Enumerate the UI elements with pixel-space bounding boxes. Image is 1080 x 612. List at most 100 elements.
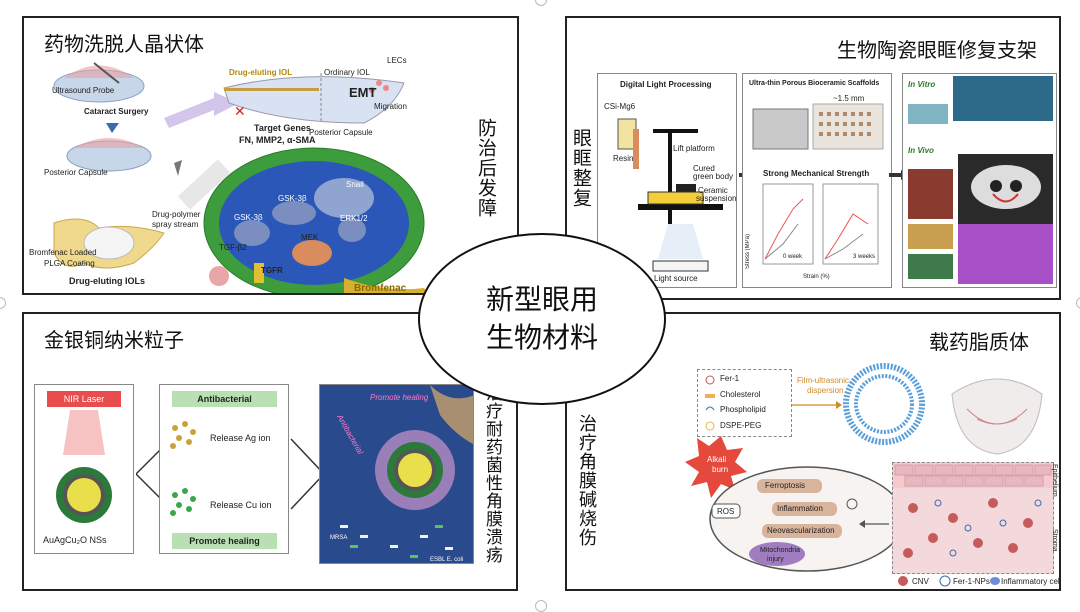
tissue-illustration	[893, 463, 1053, 558]
tissue-panel	[892, 462, 1054, 574]
legend-cnv-icon	[898, 576, 908, 586]
label-emt: EMT	[349, 85, 377, 100]
label-antibacterial: Antibacterial	[172, 391, 277, 407]
pathway-polygon	[685, 436, 747, 498]
label-week0: 0 week	[783, 254, 803, 260]
scaffold-illustration	[752, 103, 884, 265]
panel-release-ions: Antibacterial Release Ag ion Release Cu …	[159, 384, 289, 554]
label-ordinary-iol: Ordinary IOL	[324, 68, 370, 77]
label-promote-healing: Promote healing	[172, 533, 277, 549]
label-nanoshell: AuAgCu₂O NSs	[43, 535, 107, 545]
panel-in-vitro-vivo: In Vitro In Vivo	[902, 73, 1057, 288]
label-release-ag: Release Ag ion	[210, 433, 271, 443]
ion-dots	[170, 421, 196, 516]
pathway-ellipse	[709, 466, 905, 572]
label-drug-eluting-iol: Drug-eluting IOL	[229, 68, 293, 77]
label-target-genes: Target Genes	[254, 123, 311, 133]
center-title-oval: 新型眼用 生物材料	[418, 233, 666, 405]
label-epithelium: Epithelium	[1051, 464, 1058, 497]
panel-scaffolds: Ultra-thin Porous Bioceramic Scaffolds ~…	[742, 73, 892, 288]
label-neovascularization: Neovascularization	[767, 526, 835, 535]
label-stress: Stress (MPa)	[745, 234, 751, 270]
label-light-source: Light source	[654, 274, 698, 283]
dlp-printer-illustration	[617, 118, 723, 272]
label-tgf: TGF-β2	[219, 243, 247, 252]
label-in-vivo: In Vivo	[908, 146, 934, 155]
label-snail: Snail	[346, 180, 364, 189]
quadrant-side-label: 眼眶整复	[570, 128, 592, 208]
label-esbl: ESBL E. coli	[430, 557, 464, 563]
quadrant-title: 生物陶瓷眼眶修复支架	[837, 38, 1037, 62]
quadrant-side-label: 治疗角膜碱烧伤	[576, 414, 597, 547]
label-ultrasound-probe: Ultrasound Probe	[52, 86, 115, 95]
label-erk: ERK1/2	[340, 214, 368, 223]
label-csi: CSi-Mg6	[604, 102, 636, 111]
label-dlp: Digital Light Processing	[620, 80, 712, 89]
label-suspension: suspension	[696, 194, 737, 203]
svg-text:✕: ✕	[234, 103, 246, 119]
edge-handle-left	[0, 297, 6, 309]
label-ros: ROS	[717, 507, 735, 516]
liposome-illustration	[843, 363, 925, 445]
label-scaffolds: Ultra-thin Porous Bioceramic Scaffolds	[749, 80, 880, 87]
label-bromfenac-loaded: Bromfenac Loaded	[29, 248, 97, 257]
label-gsk-2: GSK-3β	[234, 213, 263, 222]
quadrant-title: 金银铜纳米粒子	[44, 328, 184, 352]
label-inflammation: Inflammation	[777, 504, 823, 513]
label-drug-eluting-iols: Drug-eluting IOLs	[69, 276, 145, 286]
label-in-vitro: In Vitro	[908, 80, 936, 89]
panel-liposome-legend: Fer-1 Cholesterol Phospholipid DSPE-PEG	[697, 369, 792, 437]
label-tgfr: TGFR	[261, 266, 283, 275]
quadrant-bioceramic-scaffold: 生物陶瓷眼眶修复支架 眼眶整复 Digital Light Processing…	[565, 16, 1061, 300]
center-title-line-1: 新型眼用	[485, 283, 598, 316]
label-spray-stream: spray stream	[152, 220, 199, 229]
label-dispersion: dispersion	[807, 386, 844, 395]
label-ferroptosis: Ferroptosis	[765, 481, 806, 490]
quadrant-title: 载药脂质体	[929, 330, 1029, 354]
iol-illustration: ✕	[53, 62, 429, 293]
label-migration: Migration	[374, 102, 407, 111]
panel-nir-laser: NIR Laser AuAgCu₂O NSs	[34, 384, 134, 554]
quadrant-liposome: 载药脂质体 治疗角膜碱烧伤 Fer-1 Cholesterol Phosphol…	[565, 312, 1061, 591]
quadrant-nanoparticles: 金银铜纳米粒子 治疗耐药菌性角膜溃疡 NIR Laser AuAgCu₂O NS…	[22, 312, 518, 591]
label-cnv: CNV	[912, 577, 929, 586]
label-mek: MEK	[301, 233, 319, 242]
label-cured: Cured	[693, 164, 715, 173]
label-fer1-nps: Fer-1-NPs	[953, 577, 990, 586]
quadrant-title: 药物洗脱人晶状体	[44, 32, 204, 56]
label-fer1: Fer-1	[720, 374, 740, 383]
cornea-scene-illustration	[320, 385, 473, 563]
label-posterior-capsule-2: Posterior Capsule	[309, 128, 373, 137]
label-stroma: Stroma	[1051, 529, 1058, 552]
skull-illustration	[971, 165, 1041, 209]
label-ceramic: Ceramic	[698, 186, 728, 195]
label-alkali: Alkali	[707, 455, 727, 464]
label-plga-coating: PLGA Coating	[44, 259, 95, 268]
legend-icons	[705, 375, 715, 431]
label-mrsa: MRSA	[330, 535, 348, 541]
label-strength: Strong Mechanical Strength	[763, 169, 870, 178]
legend-inflammatory-cell-icon	[990, 577, 1000, 585]
eye-globe-illustration	[951, 378, 1043, 455]
legend-fer1-nps-icon	[939, 575, 951, 587]
quadrant-drug-eluting-iol: 药物洗脱人晶状体 防治后发障 ✕	[22, 16, 519, 295]
edge-handle-bottom	[535, 600, 547, 612]
label-gsk-1: GSK-3β	[278, 194, 307, 203]
panel-cornea-scene: Promote healing Antibacterial MRSA ESBL …	[319, 384, 474, 564]
label-burn: burn	[712, 465, 729, 474]
label-cholesterol: Cholesterol	[720, 390, 761, 399]
label-week3: 3 weeks	[853, 254, 876, 260]
label-nir-laser: NIR Laser	[47, 391, 121, 407]
label-cataract-surgery: Cataract Surgery	[84, 107, 149, 116]
edge-handle-right	[1076, 297, 1080, 309]
label-lift-platform: Lift platform	[673, 144, 715, 153]
label-posterior-capsule: Posterior Capsule	[44, 168, 108, 177]
label-promote-healing-2: Promote healing	[370, 393, 429, 402]
edge-handle-top	[535, 0, 547, 6]
label-lecs: LECs	[387, 56, 407, 65]
label-film-ultrasonic: Film-ultrasonic	[797, 376, 850, 385]
label-drug-polymer: Drug-polymer	[152, 210, 201, 219]
label-mitochondria: Mitochondria	[760, 547, 801, 554]
label-phospholipid: Phospholipid	[720, 405, 766, 414]
arrow-icon	[859, 520, 889, 528]
